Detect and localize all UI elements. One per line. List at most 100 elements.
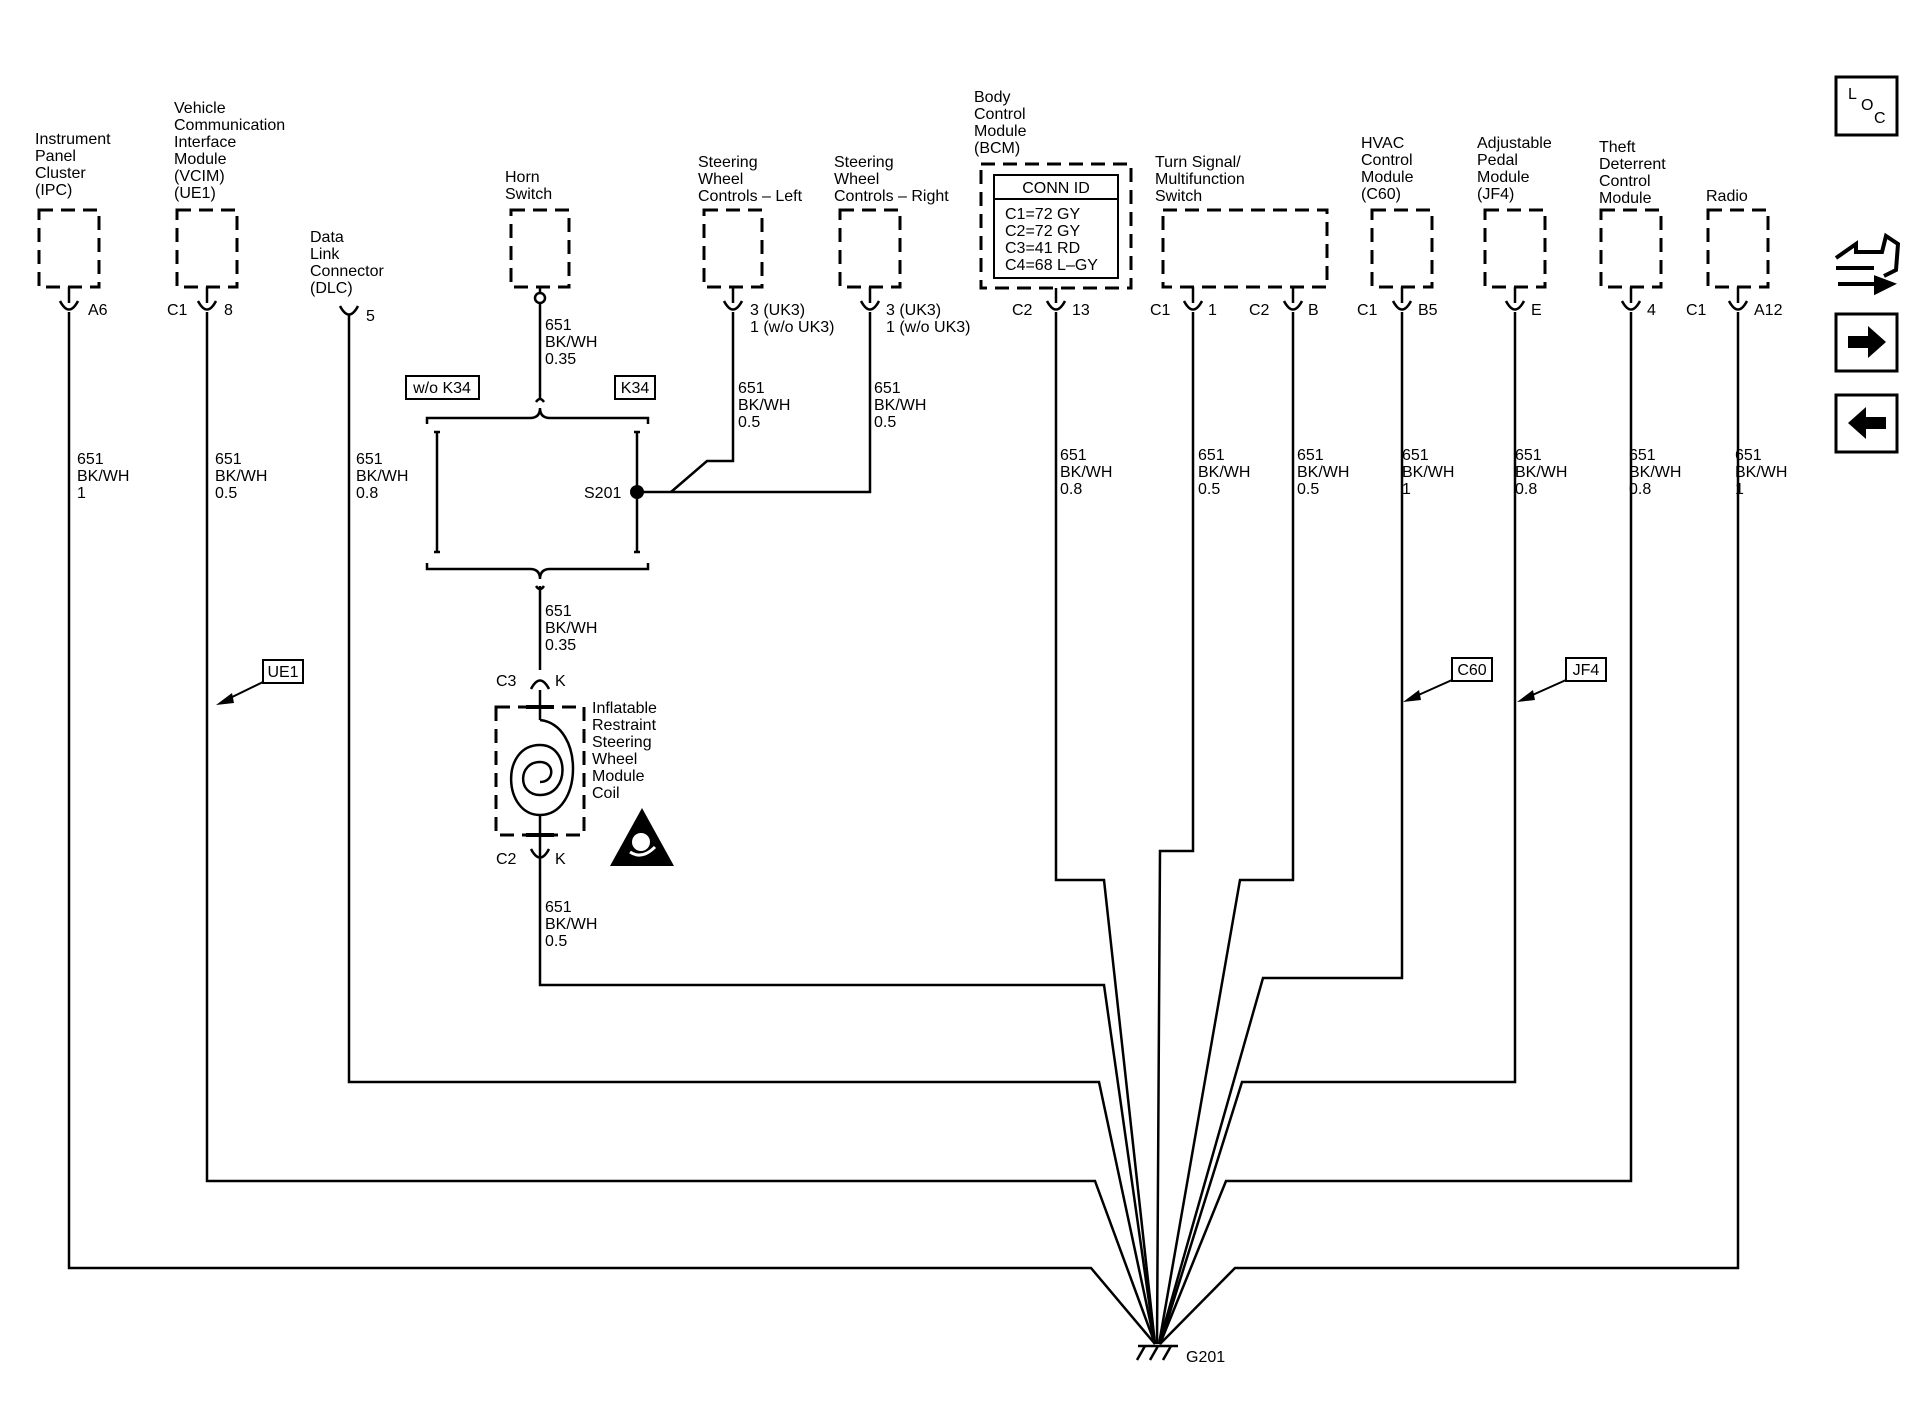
svg-text:0.5: 0.5	[738, 414, 760, 431]
option-k34: K34	[614, 375, 656, 400]
svg-text:651: 651	[1515, 447, 1542, 464]
coil-pin-labels: C3 K C2 K	[496, 673, 566, 868]
svg-text:E: E	[1531, 302, 1542, 319]
ipc-label: Instrument Panel Cluster (IPC)	[35, 131, 111, 199]
svg-text:JF4: JF4	[1573, 662, 1600, 679]
svg-text:Module: Module	[974, 123, 1027, 140]
svg-text:3 (UK3): 3 (UK3)	[750, 302, 805, 319]
svg-text:8: 8	[224, 302, 233, 319]
prev-arrow-icon[interactable]	[1834, 393, 1899, 454]
next-arrow-icon[interactable]	[1834, 312, 1899, 373]
horn-switch-box	[509, 208, 571, 289]
theft-box	[1599, 208, 1663, 289]
svg-text:A12: A12	[1754, 302, 1783, 319]
svg-text:C3=41 RD: C3=41 RD	[1005, 240, 1080, 257]
svg-text:651: 651	[1402, 447, 1429, 464]
svg-text:Steering: Steering	[698, 154, 758, 171]
svg-text:B: B	[1308, 302, 1319, 319]
svg-text:BK/WH: BK/WH	[215, 468, 267, 485]
svg-text:Steering: Steering	[834, 154, 894, 171]
svg-text:13: 13	[1072, 302, 1090, 319]
svg-text:Deterrent: Deterrent	[1599, 156, 1666, 173]
svg-text:Panel: Panel	[35, 148, 76, 165]
coil-module	[494, 690, 586, 866]
svg-text:0.8: 0.8	[1629, 481, 1651, 498]
svg-text:Module: Module	[1477, 169, 1530, 186]
svg-text:BK/WH: BK/WH	[1060, 464, 1112, 481]
hvac-box	[1370, 208, 1434, 289]
connector-symbols	[58, 287, 1749, 316]
svg-text:651: 651	[545, 603, 572, 620]
svg-text:1 (w/o UK3): 1 (w/o UK3)	[886, 319, 970, 336]
svg-text:Connector: Connector	[310, 263, 384, 280]
svg-text:O: O	[1861, 97, 1873, 114]
svg-text:C1: C1	[1150, 302, 1171, 319]
svg-text:BK/WH: BK/WH	[1198, 464, 1250, 481]
loc-icon[interactable]: L O C	[1834, 75, 1899, 137]
wire-labels: 651 BK/WH 1 651 BK/WH 0.5 651 BK/WH 0.8 …	[77, 317, 1787, 950]
svg-text:Multifunction: Multifunction	[1155, 171, 1245, 188]
svg-text:0.5: 0.5	[545, 933, 567, 950]
option-flag-jf4: JF4	[1517, 657, 1607, 702]
svg-text:BK/WH: BK/WH	[1735, 464, 1787, 481]
ground-g201-label: G201	[1186, 1349, 1225, 1366]
svg-text:651: 651	[1297, 447, 1324, 464]
option-flag-c60: C60	[1403, 657, 1493, 702]
svg-text:1: 1	[1402, 481, 1411, 498]
svg-text:Module: Module	[592, 768, 645, 785]
svg-text:CONN ID: CONN ID	[1022, 180, 1090, 197]
svg-text:Controls – Left: Controls – Left	[698, 188, 803, 205]
svg-text:Wheel: Wheel	[592, 751, 637, 768]
svg-text:BK/WH: BK/WH	[874, 397, 926, 414]
svg-text:(C60): (C60)	[1361, 186, 1401, 203]
svg-text:651: 651	[1629, 447, 1656, 464]
svg-text:1 (w/o UK3): 1 (w/o UK3)	[750, 319, 834, 336]
svg-text:651: 651	[1198, 447, 1225, 464]
svg-text:Communication: Communication	[174, 117, 285, 134]
dlc-label: Data Link Connector (DLC)	[310, 229, 384, 297]
svg-text:BK/WH: BK/WH	[1402, 464, 1454, 481]
svg-text:Link: Link	[310, 246, 340, 263]
svg-text:K: K	[555, 673, 566, 690]
svg-text:1: 1	[1735, 481, 1744, 498]
splice-s201	[630, 485, 644, 499]
svg-text:C4=68 L–GY: C4=68 L–GY	[1005, 257, 1098, 274]
svg-text:0.8: 0.8	[1060, 481, 1082, 498]
svg-text:C2: C2	[496, 851, 517, 868]
svg-text:Adjustable: Adjustable	[1477, 135, 1552, 152]
svg-text:Control: Control	[974, 106, 1026, 123]
svg-text:K: K	[555, 851, 566, 868]
svg-text:(BCM): (BCM)	[974, 140, 1020, 157]
svg-text:Vehicle: Vehicle	[174, 100, 226, 117]
svg-text:Module: Module	[1599, 190, 1652, 207]
coil-connectors	[529, 679, 551, 859]
wires	[67, 303, 1740, 1345]
svg-text:w/o K34: w/o K34	[412, 380, 471, 397]
svg-text:Data: Data	[310, 229, 344, 246]
horn-switch-label: Horn Switch	[505, 169, 552, 203]
svg-text:651: 651	[738, 380, 765, 397]
harness-connector-icon[interactable]	[1834, 232, 1901, 296]
svg-text:651: 651	[545, 899, 572, 916]
svg-text:Restraint: Restraint	[592, 717, 657, 734]
svg-text:Wheel: Wheel	[698, 171, 743, 188]
svg-text:0.35: 0.35	[545, 351, 576, 368]
turn-switch-label: Turn Signal/ Multifunction Switch	[1155, 154, 1245, 205]
vcim-label: Vehicle Communication Interface Module (…	[174, 100, 285, 202]
svg-text:651: 651	[1060, 447, 1087, 464]
splice-s201-label: S201	[584, 485, 621, 502]
pedal-label: Adjustable Pedal Module (JF4)	[1477, 135, 1552, 203]
svg-text:651: 651	[874, 380, 901, 397]
svg-text:Wheel: Wheel	[834, 171, 879, 188]
svg-text:651: 651	[545, 317, 572, 334]
svg-text:Instrument: Instrument	[35, 131, 111, 148]
svg-text:1: 1	[1208, 302, 1217, 319]
svg-text:Module: Module	[174, 151, 227, 168]
bcm-box	[979, 162, 1133, 290]
svg-text:BK/WH: BK/WH	[545, 620, 597, 637]
svg-text:0.5: 0.5	[874, 414, 896, 431]
svg-text:3 (UK3): 3 (UK3)	[886, 302, 941, 319]
svg-text:B5: B5	[1418, 302, 1438, 319]
svg-text:(IPC): (IPC)	[35, 182, 72, 199]
